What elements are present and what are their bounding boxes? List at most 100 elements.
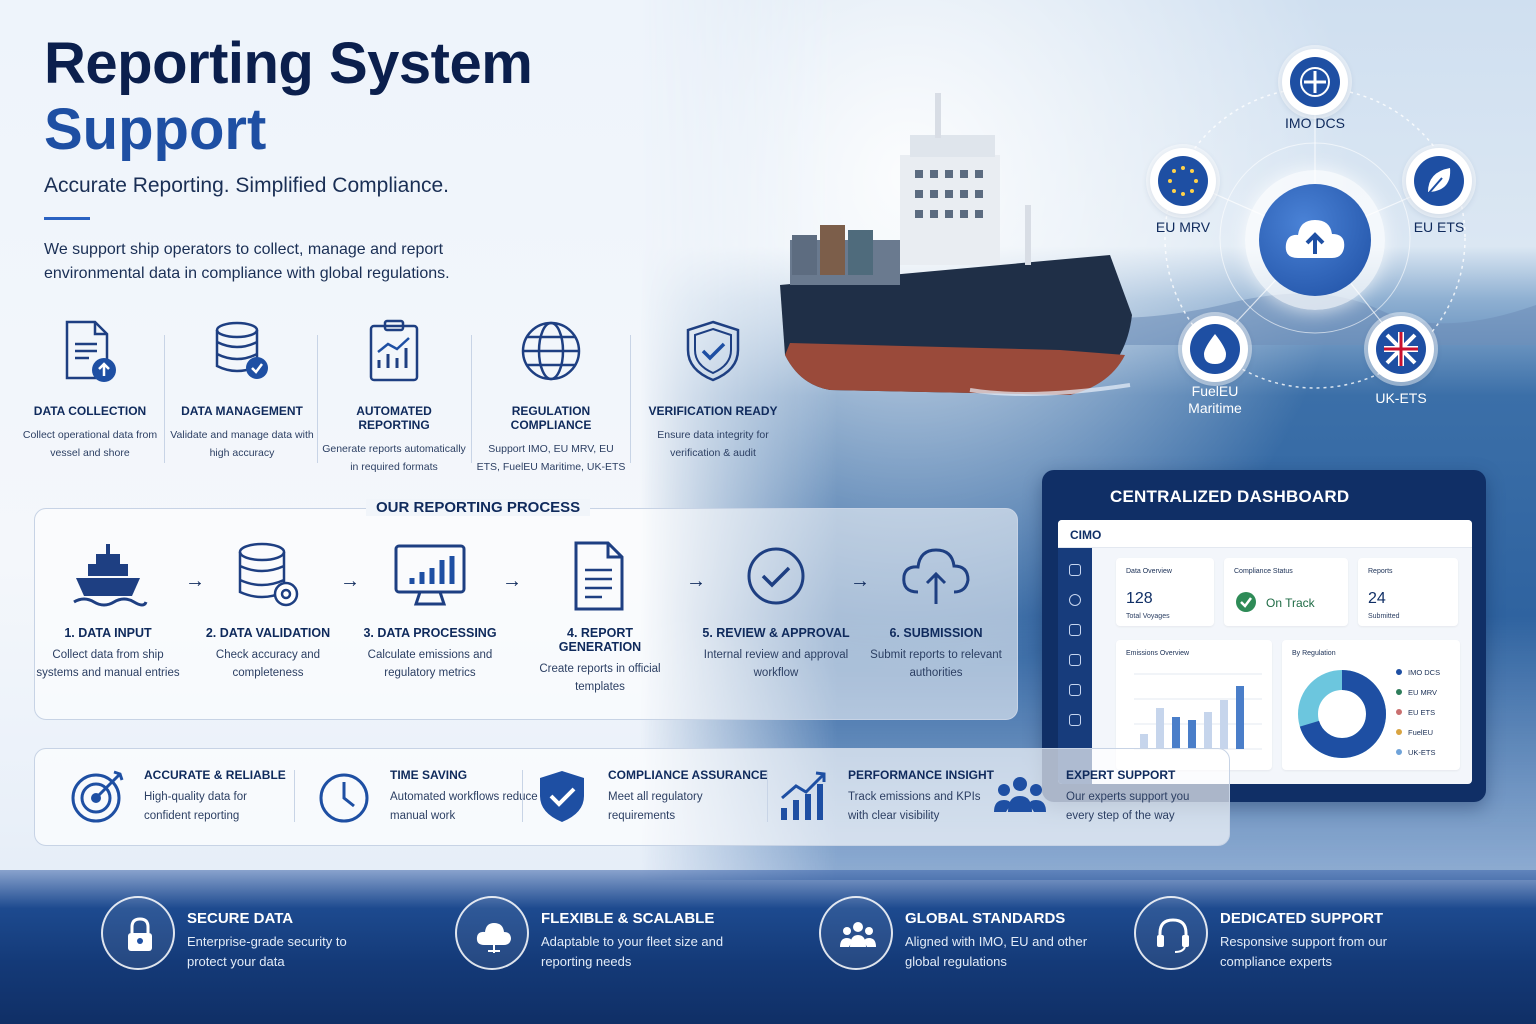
legend-swatch — [1396, 729, 1402, 735]
benefit-compliance-assurance: COMPLIANCE ASSURANCE Meet all regulatory… — [534, 768, 768, 828]
dashboard-screen: CIMO Data Overview 128 Total Voyages Com… — [1058, 520, 1472, 784]
tagline: Accurate Reporting. Simplified Complianc… — [44, 174, 450, 197]
feature-title: AUTOMATED REPORTING — [356, 404, 432, 432]
icon-circle — [101, 896, 175, 970]
feature-title: DATA COLLECTION — [33, 404, 147, 418]
target-icon — [71, 770, 124, 823]
sidebar-home-icon[interactable] — [1069, 564, 1081, 576]
arrow-right-icon: → — [185, 570, 205, 592]
node-eu-ets — [1406, 148, 1472, 214]
card-reports: Reports 24 Submitted — [1358, 558, 1458, 626]
clipboard-chart-icon — [369, 319, 419, 382]
card-label: Emissions Overview — [1126, 650, 1190, 657]
people-icon — [840, 922, 876, 947]
check-circle-icon — [747, 547, 805, 605]
benefit-performance-insight: PERFORMANCE INSIGHT Track emissions and … — [774, 768, 994, 828]
benefit-time-saving: TIME SAVING Automated workflows reduce m… — [316, 768, 538, 828]
bottom-secure-data: SECURE DATA Enterprise-grade security to… — [101, 896, 401, 976]
ship-icon — [73, 544, 148, 607]
step-review-approval: 5. REVIEW & APPROVAL Internal review and… — [701, 540, 851, 682]
cloud-icon — [476, 923, 511, 953]
fuel-drop-icon — [1204, 334, 1226, 364]
card-value: 24 — [1368, 590, 1386, 607]
hub-center — [1245, 170, 1385, 310]
feature-title: DATA MANAGEMENT — [181, 404, 303, 418]
legend-label: EU MRV — [1408, 688, 1438, 697]
card-label: By Regulation — [1292, 650, 1336, 657]
process-panel — [34, 508, 1018, 720]
card-label: Reports — [1368, 568, 1393, 575]
globe-icon — [521, 321, 581, 381]
arrow-right-icon: → — [502, 570, 522, 592]
intro-text: We support ship operators to collect, ma… — [44, 241, 450, 282]
leaf-icon — [1427, 168, 1451, 195]
divider — [522, 770, 523, 822]
benefits-panel — [34, 748, 1230, 846]
feature-desc: Ensure data integrity for verification &… — [657, 429, 769, 459]
divider — [471, 335, 472, 463]
bottom-title: SECURE DATA — [187, 910, 294, 927]
benefit-desc: Our experts support you every step of th… — [1066, 791, 1190, 822]
benefit-desc: Automated workflows reduce manual work — [390, 791, 538, 822]
label-fueleu-line1: FuelEU — [1191, 383, 1239, 399]
benefit-expert-support: EXPERT SUPPORT Our experts support you e… — [992, 768, 1212, 828]
sidebar-settings-icon[interactable] — [1069, 714, 1081, 726]
card-label: Compliance Status — [1234, 568, 1293, 575]
dashboard-sidebar — [1058, 548, 1092, 784]
dashboard-topbar: CIMO — [1058, 520, 1472, 548]
document-upload-icon — [65, 320, 116, 382]
page-title-line2: Support — [44, 97, 267, 162]
step-title: 4. REPORT GENERATION — [558, 626, 642, 654]
legend-item: UK-ETS — [1396, 748, 1436, 757]
divider — [164, 335, 165, 463]
node-eu-mrv — [1150, 148, 1216, 214]
card-sub: Submitted — [1368, 613, 1400, 620]
step-data-validation: 2. DATA VALIDATION Check accuracy and co… — [193, 540, 343, 682]
bar — [1236, 686, 1244, 749]
legend-item: IMO DCS — [1396, 668, 1440, 677]
database-gear-icon — [238, 542, 299, 607]
legend-item: EU ETS — [1396, 708, 1436, 717]
clock-icon — [319, 773, 369, 823]
emissions-bar-chart — [1134, 673, 1262, 750]
regulation-donut-chart — [1298, 670, 1386, 758]
benefit-desc: Track emissions and KPIs with clear visi… — [848, 791, 981, 822]
legend-label: EU ETS — [1408, 708, 1436, 717]
bottom-desc: Aligned with IMO, EU and other global re… — [905, 934, 1088, 969]
sidebar-calendar-icon[interactable] — [1069, 654, 1081, 666]
sidebar-ship-icon[interactable] — [1069, 624, 1081, 636]
arrow-right-icon: → — [340, 570, 360, 592]
step-title: 3. DATA PROCESSING — [363, 626, 497, 640]
divider — [317, 335, 318, 463]
feature-data-management: DATA MANAGEMENT Validate and manage data… — [167, 318, 317, 462]
label-fueleu-line2: Maritime — [1188, 400, 1242, 416]
cloud-upload-icon — [902, 548, 970, 604]
bottom-title: DEDICATED SUPPORT — [1220, 910, 1384, 927]
sidebar-globe-icon[interactable] — [1069, 594, 1081, 606]
node-fueleu — [1182, 316, 1248, 382]
bottom-dedicated-support: DEDICATED SUPPORT Responsive support fro… — [1134, 896, 1434, 976]
bottom-flexible-scalable: FLEXIBLE & SCALABLE Adaptable to your fl… — [455, 896, 755, 976]
step-desc: Internal review and approval workflow — [703, 649, 849, 679]
step-title: 1. DATA INPUT — [64, 626, 152, 640]
feature-desc: Generate reports automatically in requir… — [322, 443, 466, 473]
card-sub: Total Voyages — [1126, 613, 1170, 620]
dashboard-title: CENTRALIZED DASHBOARD — [1110, 487, 1350, 506]
shield-check-icon — [540, 771, 584, 822]
sidebar-report-icon[interactable] — [1069, 684, 1081, 696]
database-check-icon — [215, 321, 268, 379]
label-uk-ets: UK-ETS — [1375, 390, 1427, 406]
benefit-title: COMPLIANCE ASSURANCE — [608, 768, 768, 782]
document-icon — [574, 541, 624, 611]
feature-title: REGULATION COMPLIANCE — [510, 404, 592, 432]
benefit-title: PERFORMANCE INSIGHT — [848, 768, 995, 782]
bar — [1204, 712, 1212, 749]
legend-swatch — [1396, 689, 1402, 695]
bottom-desc: Adaptable to your fleet size and reporti… — [541, 934, 724, 969]
step-data-processing: 3. DATA PROCESSING Calculate emissions a… — [355, 540, 505, 682]
bar — [1188, 720, 1196, 749]
step-desc: Create reports in official templates — [539, 663, 661, 693]
cargo-ship-image — [780, 93, 1132, 396]
